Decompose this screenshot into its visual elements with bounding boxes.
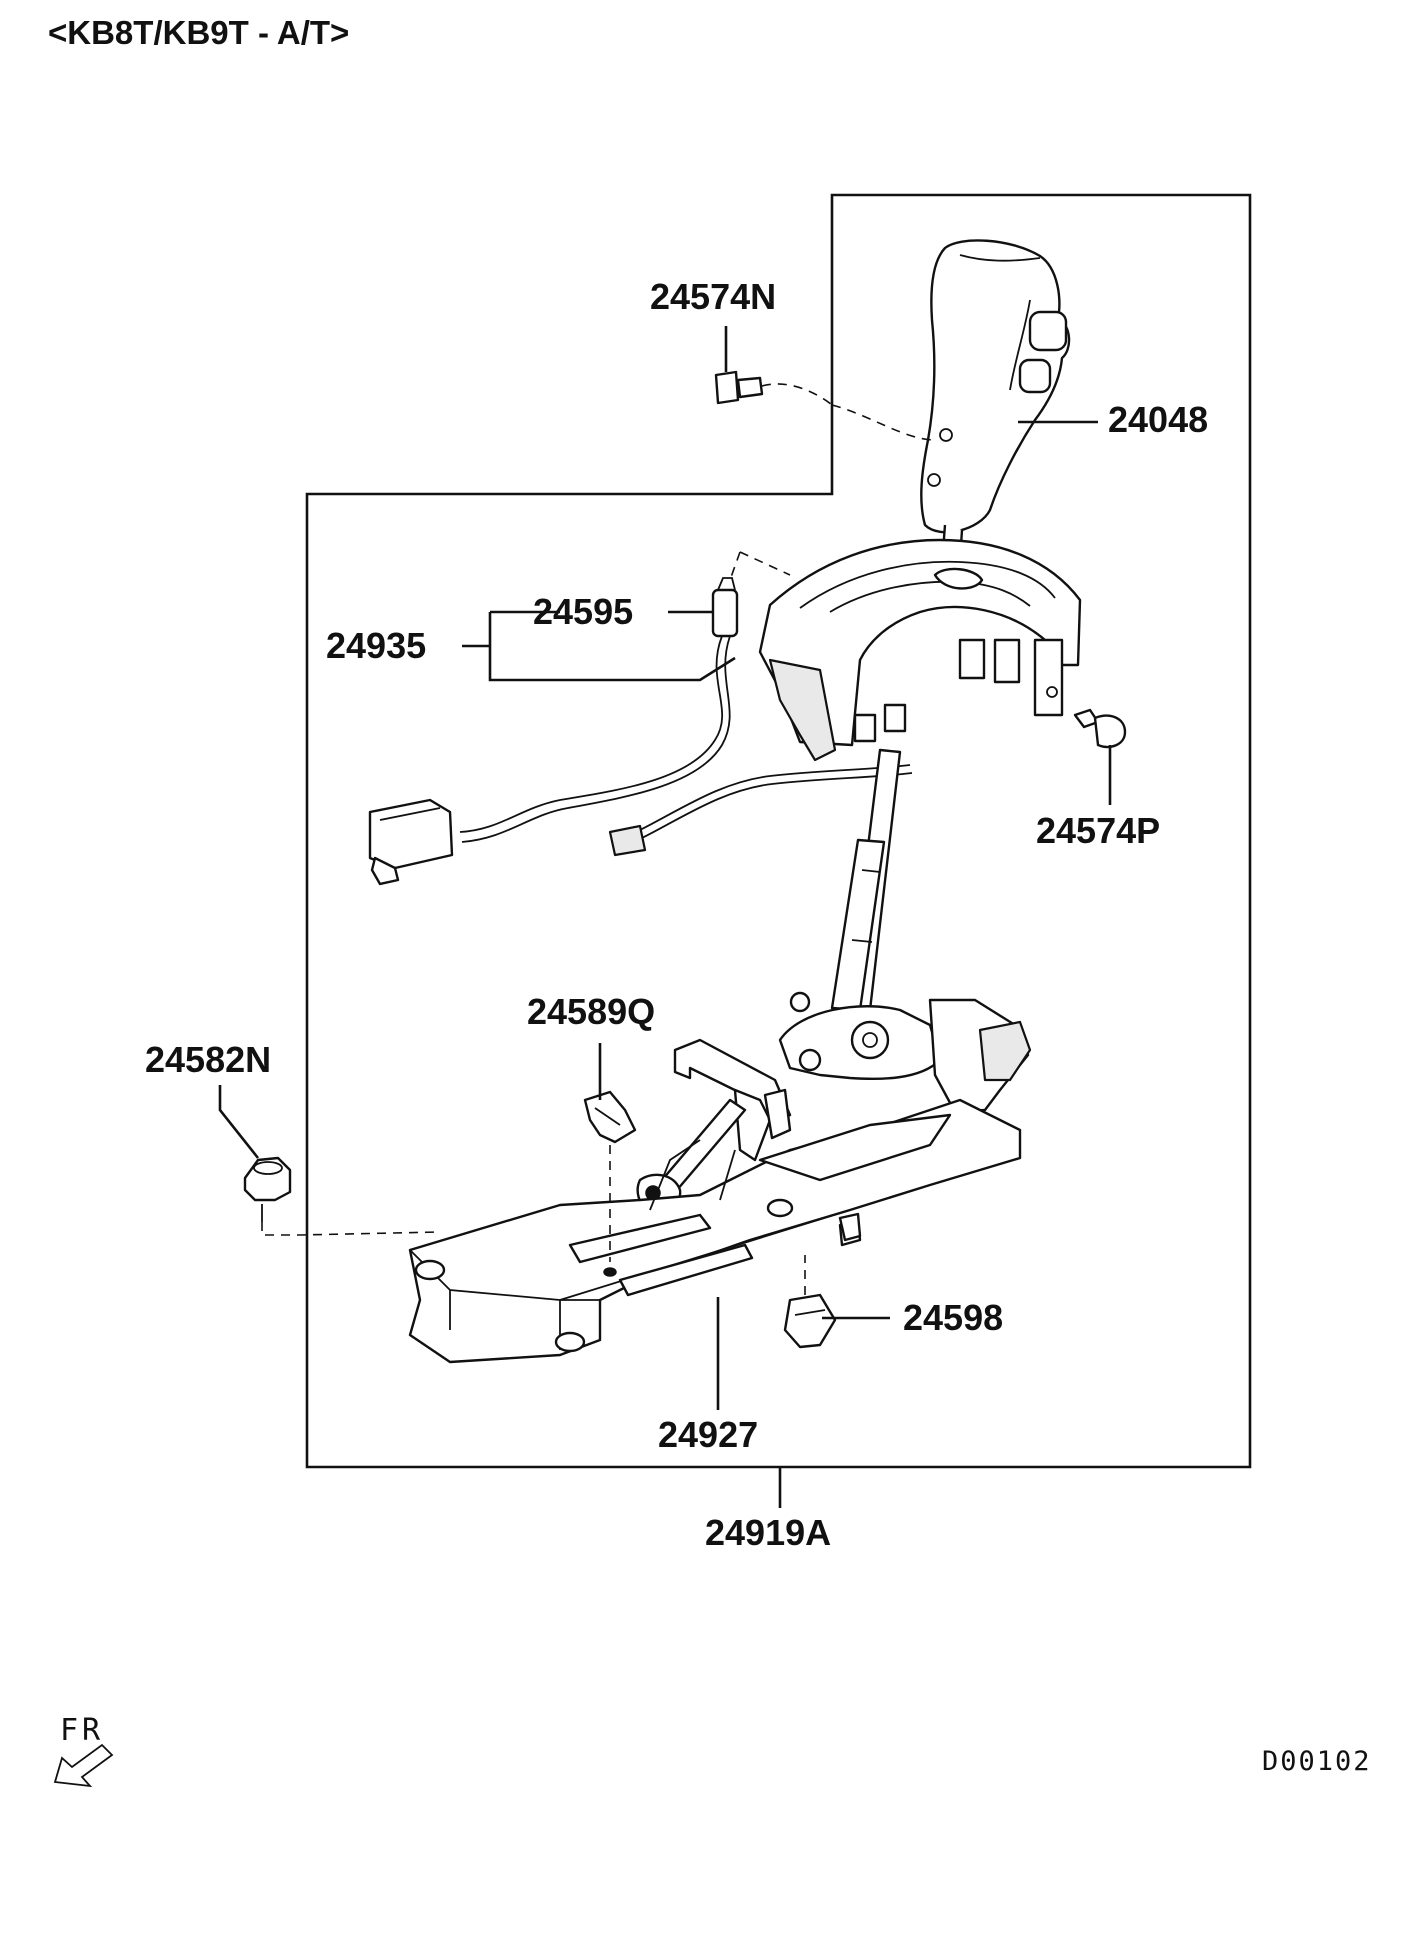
diagram-code: D00102 [1262,1746,1372,1777]
wire-harness-part [368,635,913,886]
arrow-front-left-icon [53,1743,114,1788]
direction-marker: FR [60,1713,104,1748]
indicator-panel-part [758,538,1082,762]
shift-knob-part [920,239,1071,594]
assembly-frame [305,193,1252,1469]
bolt-24574n-part [714,370,936,441]
clip-24589q-part [583,1090,637,1262]
label-24595: 24595 [533,591,633,632]
label-24582n: 24582N [145,1039,271,1080]
clip-24598-part [783,1212,862,1349]
bulb-socket-part [711,551,791,638]
label-24048: 24048 [1108,399,1208,440]
label-24935: 24935 [326,625,426,666]
label-24598: 24598 [903,1297,1003,1338]
label-24574p: 24574P [1036,810,1160,851]
base-plate-part [408,1098,1022,1364]
nut-24582n-part [243,1156,441,1236]
label-24919a: 24919A [705,1512,831,1553]
label-24589q: 24589Q [527,991,655,1032]
shift-lever-part [830,748,902,1012]
lever-mechanism-part [778,991,1032,1114]
diagram-title: <KB8T/KB9T - A/T> [48,14,349,51]
leader-24582n [218,1085,260,1159]
label-24927: 24927 [658,1414,758,1455]
bolt-24574p-part [1073,708,1127,749]
label-24574n: 24574N [650,276,776,317]
